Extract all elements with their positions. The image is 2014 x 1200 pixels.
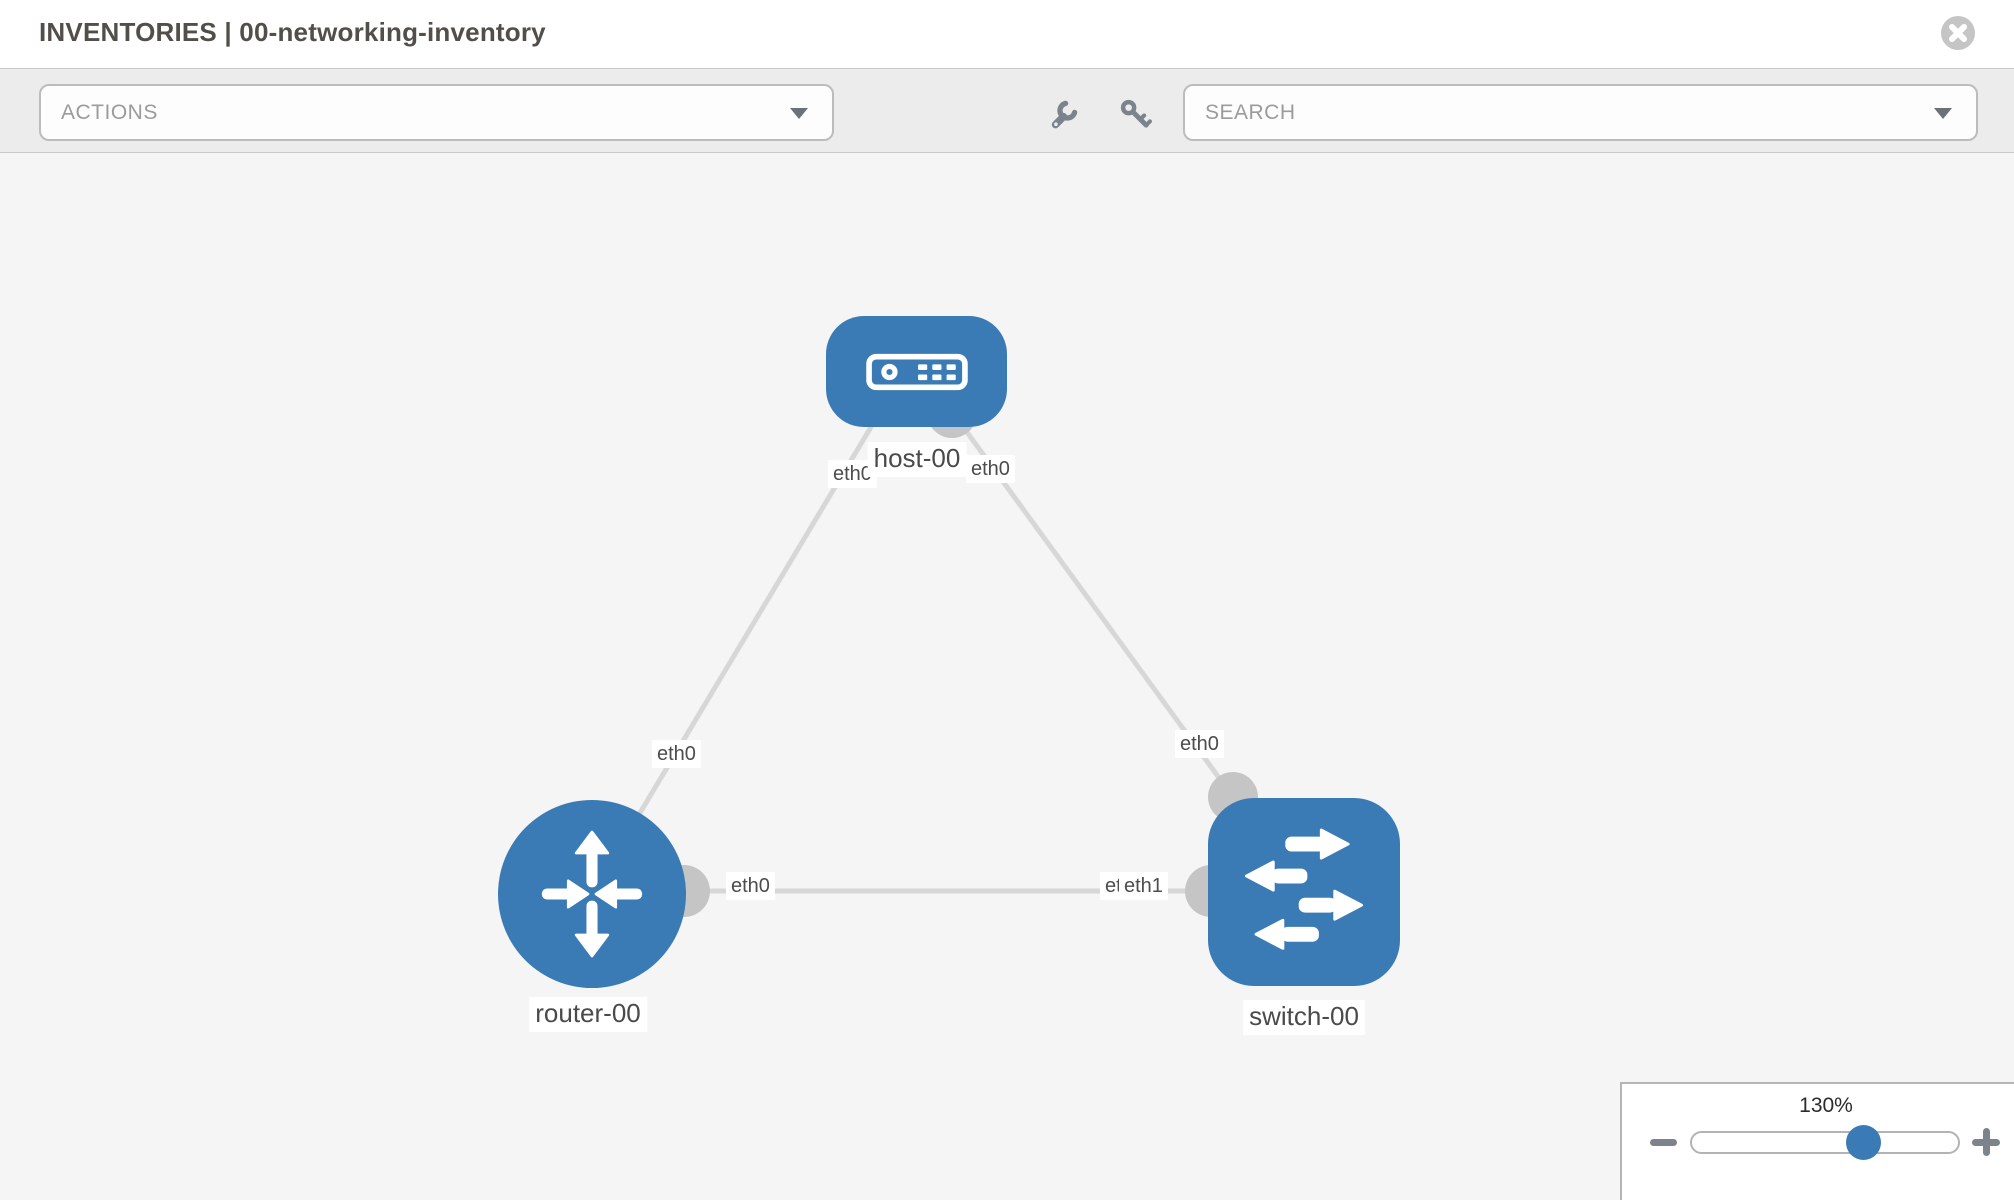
zoom-level-value: 130% bbox=[1799, 1094, 1853, 1117]
chevron-down-icon bbox=[1934, 108, 1952, 119]
search-dropdown-label: SEARCH bbox=[1205, 101, 1296, 124]
zoom-slider-track[interactable] bbox=[1690, 1131, 1960, 1154]
toolbar: ACTIONS SEARCH bbox=[0, 69, 2014, 153]
iface-label-host-to-switch: eth0 bbox=[966, 455, 1015, 483]
wrench-icon[interactable] bbox=[1047, 97, 1081, 131]
page-title: INVENTORIES | 00-networking-inventory bbox=[39, 17, 546, 47]
actions-dropdown[interactable]: ACTIONS bbox=[39, 84, 834, 141]
minus-icon[interactable] bbox=[1650, 1139, 1677, 1146]
zoom-control-panel: 130% bbox=[1620, 1082, 2014, 1200]
node-label-router: router-00 bbox=[529, 997, 647, 1032]
topology-links-layer bbox=[589, 388, 1258, 917]
host-icon bbox=[865, 353, 968, 390]
node-switch-00[interactable] bbox=[1208, 798, 1400, 986]
page-header: INVENTORIES | 00-networking-inventory bbox=[0, 0, 2014, 69]
node-router-00[interactable] bbox=[498, 800, 686, 988]
iface-label-router-to-switch: eth0 bbox=[726, 872, 775, 900]
node-label-host: host-00 bbox=[867, 442, 967, 477]
iface-label-switch-to-host: eth0 bbox=[1175, 730, 1224, 758]
close-button[interactable] bbox=[1941, 16, 1975, 50]
plus-icon[interactable] bbox=[1972, 1128, 2000, 1156]
iface-label-router-to-host: eth0 bbox=[652, 740, 701, 768]
search-dropdown[interactable]: SEARCH bbox=[1183, 84, 1978, 141]
close-icon bbox=[1949, 24, 1967, 42]
chevron-down-icon bbox=[790, 108, 808, 119]
router-icon bbox=[541, 830, 643, 958]
zoom-slider-handle[interactable] bbox=[1846, 1125, 1881, 1160]
node-label-switch: switch-00 bbox=[1243, 1000, 1365, 1035]
topology-canvas[interactable]: host-00 router-00 switch-00 eth0 eth0 et… bbox=[0, 154, 2014, 1200]
node-host-00[interactable] bbox=[826, 316, 1007, 427]
switch-icon bbox=[1244, 828, 1364, 950]
actions-dropdown-label: ACTIONS bbox=[61, 101, 158, 124]
iface-label-switch-eth1: eth1 bbox=[1119, 872, 1168, 900]
key-icon[interactable] bbox=[1118, 97, 1152, 131]
